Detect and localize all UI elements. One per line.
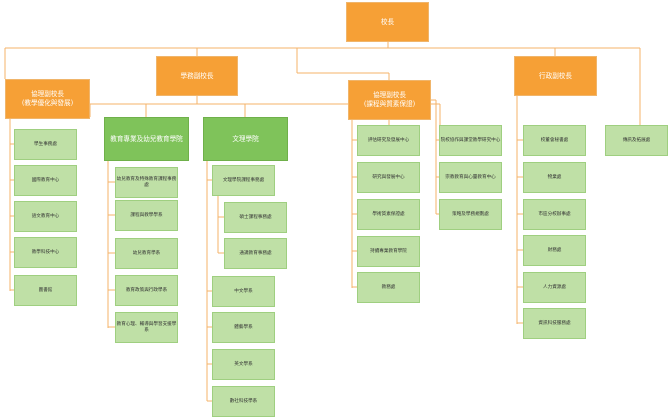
- teaching-unit: 圖書館: [14, 275, 77, 306]
- research-centre: 宗教教育與心靈教育中心: [439, 162, 502, 193]
- president-box: 校長: [346, 2, 429, 42]
- vp-curriculum-box: 協理副校長 (課程與質素保證): [348, 80, 431, 120]
- faculty-education-box: 教育專業及幼兒教育學院: [104, 117, 189, 161]
- curriculum-unit: 教務處: [357, 272, 420, 303]
- vp-teaching-box: 協理副校長 (教學優化與發展): [5, 79, 90, 119]
- admin-unit: 校董會秘書處: [523, 125, 586, 156]
- teaching-unit: 語文教育中心: [14, 201, 77, 232]
- education-department: 幼兒教育及特殊教育課程事務處: [115, 167, 178, 198]
- arts-department: 數社科技學系: [212, 386, 275, 417]
- teaching-unit: 教學科技中心: [14, 237, 77, 268]
- teaching-unit: 國際教育中心: [14, 165, 77, 196]
- arts-department: 體藝學系: [212, 312, 275, 343]
- arts-department: 英文學系: [212, 349, 275, 380]
- education-department: 課程與教學學系: [115, 200, 178, 231]
- curriculum-unit: 研究與發展中心: [357, 162, 420, 193]
- research-centre: 院校協作與課堂教學研究中心: [439, 125, 502, 156]
- admin-unit: 資訊科技服務處: [523, 308, 586, 339]
- admin-unit: 物業處: [523, 162, 586, 193]
- arts-department: 碩士課程事務處: [224, 202, 287, 233]
- admin-unit: 市區分校辦事處: [523, 199, 586, 230]
- arts-department: 通識教育事務處: [224, 238, 287, 269]
- curriculum-unit: 評估研究及發展中心: [357, 125, 420, 156]
- vp-admin-box: 行政副校長: [514, 56, 597, 96]
- admin-unit: 財務處: [523, 235, 586, 266]
- arts-department: 中文學系: [212, 276, 275, 307]
- vp-academic-box: 學務副校長: [156, 56, 238, 96]
- development-office: 傳訊及拓展處: [605, 125, 668, 156]
- curriculum-unit: 學術質素保證處: [357, 199, 420, 230]
- teaching-unit: 學生事務處: [14, 129, 77, 160]
- education-department: 幼兒教育學系: [115, 238, 178, 269]
- faculty-arts-sciences-box: 文理學院: [203, 117, 288, 161]
- education-department: 教育心理、輔導與學習支援學系: [115, 312, 178, 343]
- education-department: 教育政策與行政學系: [115, 275, 178, 306]
- curriculum-unit: 持續專業教育學院: [357, 236, 420, 267]
- research-centre: 策略及學務規劃處: [439, 199, 502, 230]
- admin-unit: 人力資源處: [523, 272, 586, 303]
- arts-department: 文理學院課程事務處: [212, 165, 275, 196]
